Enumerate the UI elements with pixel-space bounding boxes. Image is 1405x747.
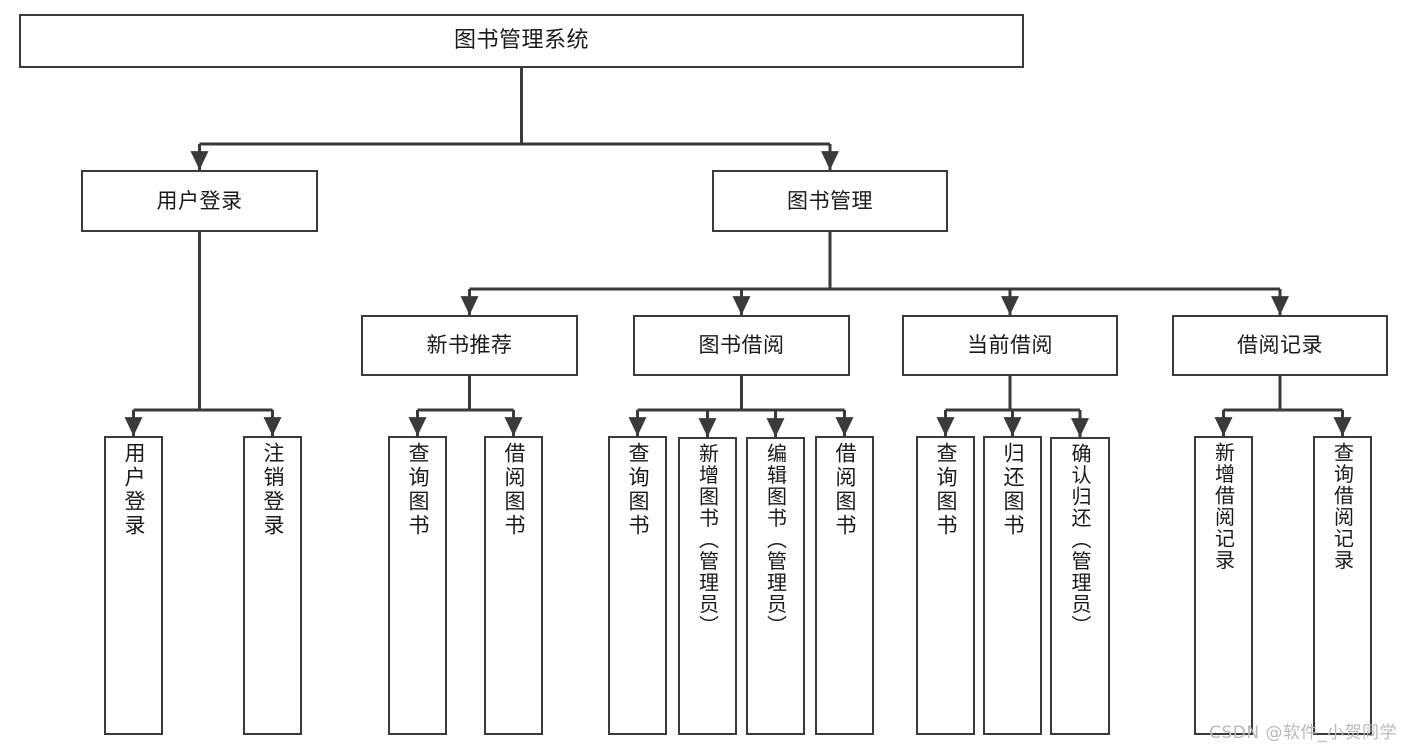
node-label: 编辑图书（管理员）	[763, 443, 788, 637]
leaf-query-book-recommend[interactable]: 查询图书	[388, 436, 447, 735]
node-label: 借阅记录	[1237, 333, 1323, 358]
node-label: 用户登录	[156, 188, 243, 213]
leaf-confirm-return-admin[interactable]: 确认归还（管理员）	[1050, 437, 1110, 735]
node-book-borrow[interactable]: 图书借阅	[633, 315, 850, 376]
leaf-query-borrow-record[interactable]: 查询借阅记录	[1313, 436, 1372, 735]
leaf-borrow-book[interactable]: 借阅图书	[815, 436, 874, 735]
node-label: 用户登录	[122, 442, 146, 538]
node-borrow-record[interactable]: 借阅记录	[1172, 315, 1388, 376]
node-label: 查询图书	[626, 442, 650, 538]
leaf-borrow-book-recommend[interactable]: 借阅图书	[484, 436, 543, 735]
node-label: 查询图书	[406, 442, 430, 538]
node-label: 新增图书（管理员）	[695, 443, 720, 637]
leaf-add-borrow-record[interactable]: 新增借阅记录	[1194, 436, 1253, 735]
node-label: 注销登录	[261, 442, 285, 538]
node-label: 图书管理系统	[453, 28, 589, 54]
node-label: 新增借阅记录	[1211, 442, 1236, 571]
csdn-watermark: CSDN @软件_小贺同学	[1209, 723, 1397, 743]
node-label: 图书借阅	[698, 333, 785, 358]
node-label: 查询图书	[934, 442, 958, 538]
node-root-system[interactable]: 图书管理系统	[19, 14, 1024, 68]
node-label: 查询借阅记录	[1330, 442, 1355, 571]
node-current-borrow[interactable]: 当前借阅	[902, 315, 1118, 376]
node-label: 归还图书	[1001, 442, 1025, 538]
leaf-query-book-borrow[interactable]: 查询图书	[608, 436, 667, 735]
leaf-edit-book-admin[interactable]: 编辑图书（管理员）	[746, 437, 805, 735]
node-label: 借阅图书	[833, 442, 857, 538]
leaf-add-book-admin[interactable]: 新增图书（管理员）	[678, 437, 737, 735]
node-label: 确认归还（管理员）	[1068, 443, 1092, 637]
node-label: 当前借阅	[967, 333, 1053, 358]
node-new-book-recommend[interactable]: 新书推荐	[361, 315, 578, 376]
leaf-logout[interactable]: 注销登录	[243, 436, 302, 735]
node-book-management[interactable]: 图书管理	[712, 170, 948, 232]
leaf-return-book[interactable]: 归还图书	[983, 436, 1042, 735]
leaf-query-book-current[interactable]: 查询图书	[916, 436, 975, 735]
node-label: 借阅图书	[502, 442, 526, 538]
node-label: 新书推荐	[426, 333, 513, 358]
node-user-login[interactable]: 用户登录	[81, 170, 318, 232]
leaf-user-login[interactable]: 用户登录	[104, 436, 163, 735]
node-label: 图书管理	[787, 188, 873, 213]
